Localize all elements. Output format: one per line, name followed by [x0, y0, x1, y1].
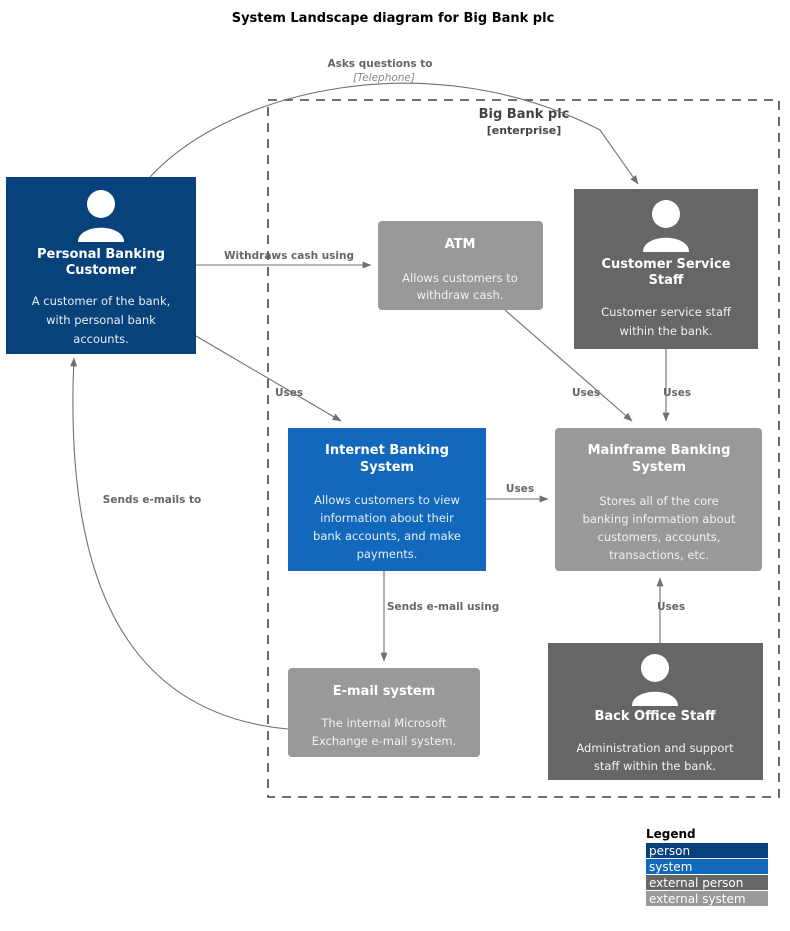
node-desc-mainframe-banking-system-3: customers, accounts, — [598, 530, 721, 544]
node-desc-internet-banking-system-1: Allows customers to view — [314, 493, 460, 507]
edge-label-sends-email-using: Sends e-mail using — [387, 601, 499, 613]
node-title-internet-banking-system-1: Internet Banking — [325, 443, 449, 458]
node-box-mainframe-banking-system[interactable] — [555, 428, 762, 571]
node-atm[interactable]: ATM Allows customers to withdraw cash. — [378, 221, 543, 310]
legend-label-external-person: external person — [649, 876, 743, 890]
node-box-internet-banking-system[interactable] — [288, 428, 486, 571]
node-customer-service-staff[interactable]: Customer Service Staff Customer service … — [574, 189, 758, 349]
edge-label-uses-ibs-mainframe: Uses — [506, 483, 534, 495]
legend-label-system: system — [649, 860, 692, 874]
node-title-personal-banking-customer: Personal Banking — [37, 247, 165, 262]
legend-swatch-external-system — [646, 891, 768, 906]
node-desc-back-office-staff-2: staff within the bank. — [594, 759, 716, 773]
boundary-name: Big Bank plc — [479, 107, 570, 122]
node-desc-internet-banking-system-4: payments. — [357, 547, 418, 561]
node-desc-mainframe-banking-system-2: banking information about — [583, 512, 736, 526]
person-icon — [78, 190, 124, 242]
node-back-office-staff[interactable]: Back Office Staff Administration and sup… — [548, 643, 763, 780]
node-desc-customer-service-staff-1: Customer service staff — [601, 305, 732, 319]
edge-label-sends-emails-to: Sends e-mails to — [103, 494, 201, 506]
edge-customer-uses-internet-banking — [195, 335, 342, 422]
person-icon — [632, 654, 678, 706]
node-desc-atm-2: withdraw cash. — [417, 288, 504, 302]
node-e-mail-system[interactable]: E-mail system The internal Microsoft Exc… — [288, 668, 480, 757]
node-title-internet-banking-system-2: System — [360, 460, 414, 475]
edges-layer: Asks questions to [Telephone] Withdraws … — [70, 58, 691, 730]
edge-label-uses-staff-mainframe: Uses — [663, 387, 691, 399]
boundary-type: [enterprise] — [487, 124, 562, 137]
edge-atm-uses-mainframe — [504, 309, 633, 422]
legend-label-external-system: external system — [649, 892, 746, 906]
edge-customer-asks-questions-to-staff — [149, 82, 639, 185]
node-box-e-mail-system[interactable] — [288, 668, 480, 757]
node-desc-personal-banking-customer-2: with personal bank — [46, 313, 156, 327]
edge-label-withdraws-cash-using: Withdraws cash using — [224, 250, 354, 262]
person-icon — [643, 200, 689, 252]
node-desc-personal-banking-customer-3: accounts. — [73, 332, 128, 346]
enterprise-boundary — [267, 99, 780, 798]
edge-label-asks-questions-to: Asks questions to — [327, 58, 432, 70]
node-desc-atm-1: Allows customers to — [402, 271, 518, 285]
edge-label-uses-atm-mainframe: Uses — [572, 387, 600, 399]
node-desc-mainframe-banking-system-1: Stores all of the core — [599, 494, 718, 508]
node-title-mainframe-banking-system-1: Mainframe Banking — [588, 443, 731, 458]
node-desc-internet-banking-system-2: information about their — [320, 511, 454, 525]
node-desc-customer-service-staff-2: within the bank. — [619, 324, 712, 338]
page-title: System Landscape diagram for Big Bank pl… — [232, 11, 555, 26]
node-title-personal-banking-customer-2: Customer — [66, 263, 137, 278]
node-title-customer-service-staff-2: Staff — [649, 273, 684, 288]
node-title-e-mail-system: E-mail system — [333, 684, 436, 699]
node-title-atm: ATM — [445, 237, 476, 252]
edge-label-uses-back-office-mainframe: Uses — [657, 601, 685, 613]
legend-swatch-system — [646, 859, 768, 874]
node-desc-internet-banking-system-3: bank accounts, and make — [313, 529, 461, 543]
node-personal-banking-customer[interactable]: Personal Banking Customer A customer of … — [6, 177, 196, 354]
edge-tech-telephone: [Telephone] — [353, 72, 415, 84]
legend-title: Legend — [646, 827, 696, 841]
node-title-mainframe-banking-system-2: System — [632, 460, 686, 475]
node-mainframe-banking-system[interactable]: Mainframe Banking System Stores all of t… — [555, 428, 762, 571]
node-desc-back-office-staff-1: Administration and support — [576, 741, 734, 755]
node-desc-e-mail-system-2: Exchange e-mail system. — [312, 734, 457, 748]
node-box-atm[interactable] — [378, 221, 543, 310]
node-desc-e-mail-system-1: The internal Microsoft — [320, 716, 447, 730]
legend-swatch-external-person — [646, 875, 768, 890]
node-desc-mainframe-banking-system-4: transactions, etc. — [609, 548, 709, 562]
edge-email-sends-emails-to-customer — [70, 357, 289, 730]
legend-swatch-person — [646, 843, 768, 858]
node-title-customer-service-staff-1: Customer Service — [601, 257, 730, 272]
legend-label-person: person — [649, 844, 690, 858]
edge-label-uses-internet-banking: Uses — [275, 387, 303, 399]
node-internet-banking-system[interactable]: Internet Banking System Allows customers… — [288, 428, 486, 571]
node-desc-personal-banking-customer-1: A customer of the bank, — [32, 294, 171, 308]
node-title-back-office-staff: Back Office Staff — [594, 709, 716, 724]
legend: Legend person system external person ext… — [646, 827, 768, 906]
